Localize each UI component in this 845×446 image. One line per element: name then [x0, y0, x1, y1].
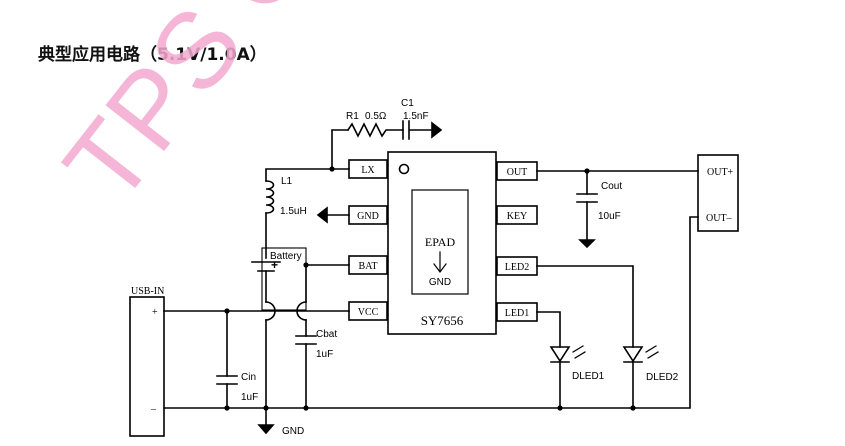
battery-label: Battery — [270, 251, 302, 262]
cin-value: 1uF — [241, 392, 258, 403]
pin-label-led2: LED2 — [505, 262, 529, 273]
cout-name: Cout — [601, 181, 622, 192]
out-plus-label: OUT+ — [707, 167, 734, 178]
diode-dled1 — [549, 346, 571, 363]
wire-led1 — [536, 311, 561, 348]
epad-gnd-arrow — [433, 251, 447, 273]
l1-value: 1.5uH — [280, 206, 307, 217]
usb-minus-label: – — [150, 404, 157, 415]
junction-gnd-batt — [263, 405, 269, 411]
chip-pin1-dot — [398, 163, 410, 175]
junction-lx — [329, 166, 335, 172]
wire-lx-l1 — [265, 168, 333, 182]
chip-body — [387, 151, 497, 335]
cbat-name: Cbat — [316, 329, 337, 340]
output-connector — [697, 154, 739, 232]
usb-in-label: USB-IN — [131, 286, 164, 297]
junction-cin — [224, 308, 230, 314]
junction-gnd-dled1 — [557, 405, 563, 411]
gnd-arrow-pin — [316, 206, 328, 224]
pin-label-vcc: VCC — [358, 307, 379, 318]
watermark: TPS C — [41, 0, 332, 224]
resistor-r1 — [346, 122, 404, 138]
battery-plus: + — [271, 258, 278, 272]
pin-label-lx: LX — [361, 165, 375, 176]
gnd-label-pin: GND — [282, 426, 304, 437]
junction-gnd-dled2 — [630, 405, 636, 411]
out-minus-label: OUT– — [706, 213, 733, 224]
dled1-label: DLED1 — [572, 371, 605, 382]
wire-led2 — [536, 265, 634, 348]
wire-bat — [305, 264, 350, 303]
junction-bat — [303, 262, 309, 268]
wire-lx-r1 — [331, 129, 350, 170]
ground-bus — [163, 216, 699, 409]
pin-label-bat: BAT — [359, 261, 378, 272]
junction-gnd-cin — [224, 405, 230, 411]
epad-label: EPAD — [425, 235, 456, 249]
l1-name: L1 — [281, 176, 293, 187]
epad-gnd-label: GND — [429, 277, 451, 288]
cbat-value: 1uF — [316, 349, 333, 360]
inductor-l1 — [265, 180, 275, 214]
dled2-label: DLED2 — [646, 372, 679, 383]
dled2-rays — [645, 345, 659, 359]
cout-value: 10uF — [598, 211, 621, 222]
usb-plus-label: + — [152, 307, 158, 318]
junction-cout — [584, 168, 590, 174]
epad — [411, 189, 469, 295]
pin-label-key: KEY — [507, 211, 528, 222]
diode-dled2 — [622, 346, 644, 363]
capacitor-cout — [576, 193, 598, 203]
c1-value: 1.5nF — [403, 111, 429, 122]
pin-label-led1: LED1 — [505, 308, 529, 319]
capacitor-cin — [216, 375, 238, 385]
cin-name: Cin — [241, 372, 256, 383]
page-title: 典型应用电路（5.1V/1.0A） — [38, 45, 267, 65]
dled1-rays — [572, 345, 586, 359]
gnd-arrow-cout — [578, 239, 596, 249]
pin-label-out: OUT — [507, 167, 528, 178]
gnd-arrow-bottom — [257, 424, 275, 435]
r1-name: R1 — [346, 111, 359, 122]
pin-label-gnd: GND — [357, 211, 379, 222]
chip-name: SY7656 — [421, 313, 464, 328]
c1-name: C1 — [401, 98, 414, 109]
capacitor-cbat — [295, 335, 317, 345]
usb-in-connector — [129, 296, 165, 437]
c1-ground-arrow — [431, 121, 443, 139]
r1-value: 0.5Ω — [365, 111, 387, 122]
junction-gnd-cbat — [303, 405, 309, 411]
capacitor-c1 — [402, 120, 433, 140]
pin-key — [496, 205, 538, 225]
